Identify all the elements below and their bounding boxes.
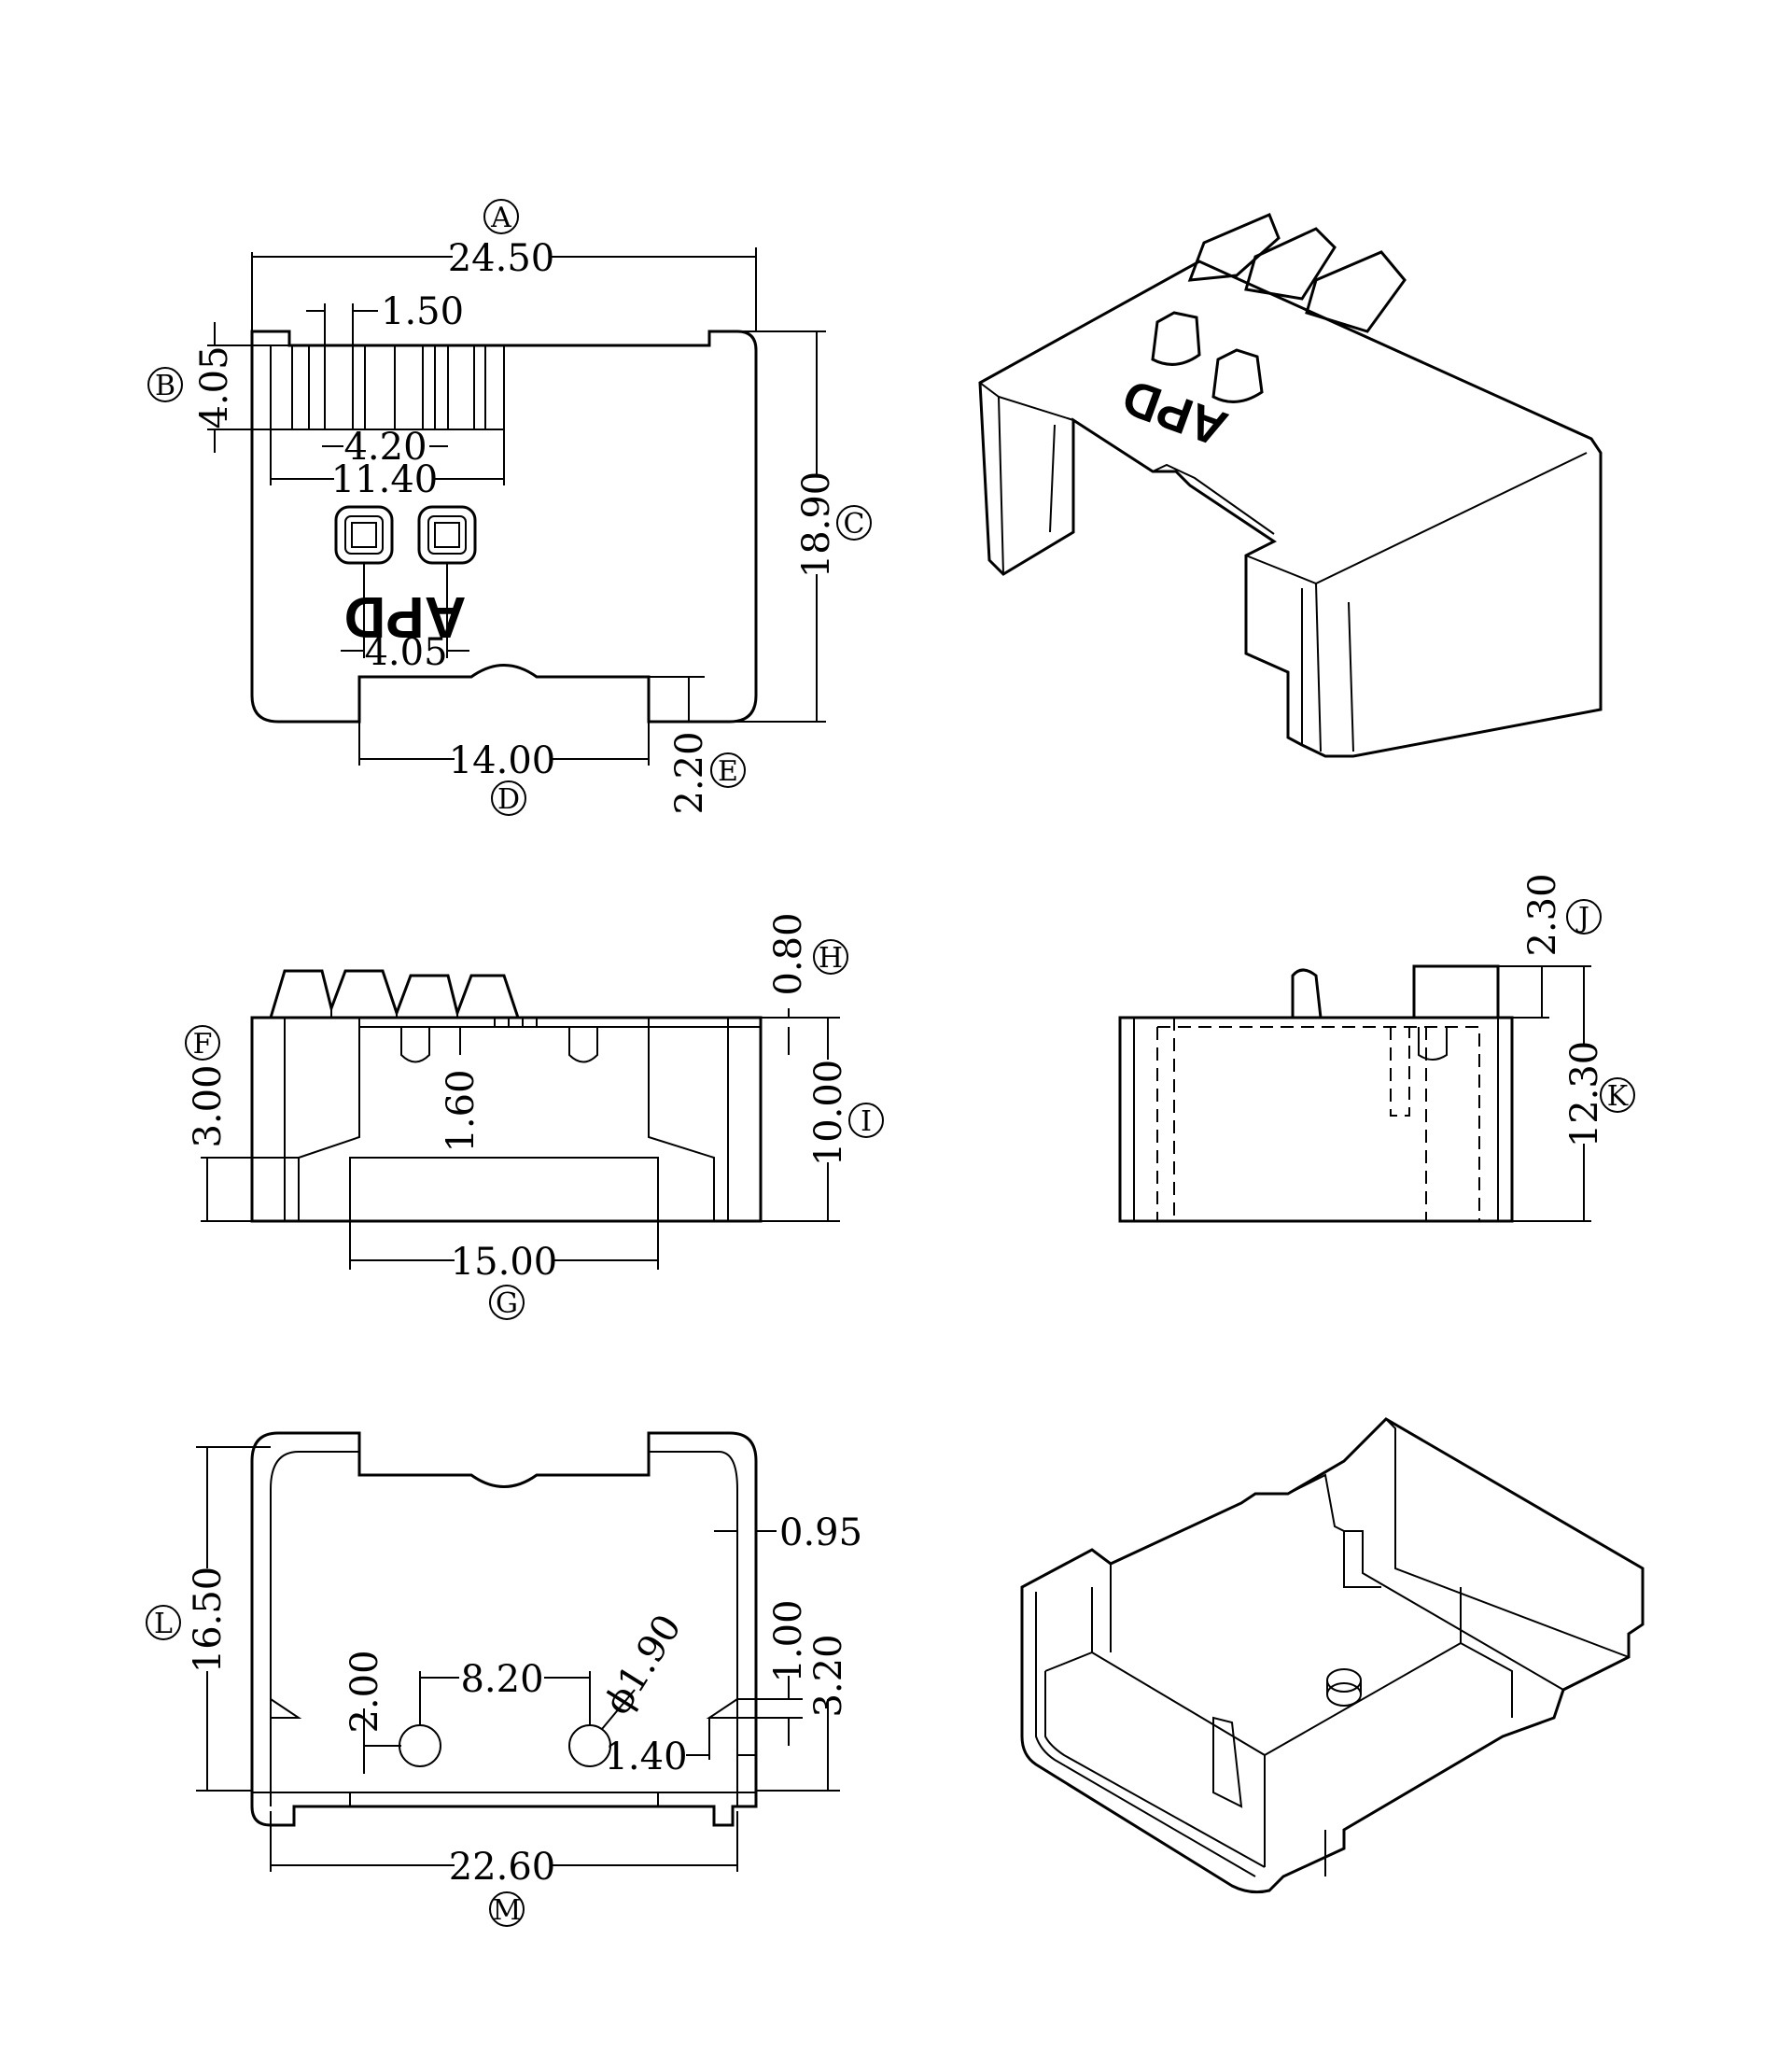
dim-tab-h: 1.00 xyxy=(767,1599,810,1682)
dim-m: 22.60 xyxy=(449,1846,556,1889)
side-view: 2.30 J 12.30 K xyxy=(1118,873,1635,1223)
dim-i: 10.00 xyxy=(807,1060,850,1167)
mounting-hole-left xyxy=(399,1724,441,1767)
isometric-view-bottom xyxy=(1020,1417,1645,1894)
dim-g: 15.00 xyxy=(451,1241,558,1284)
label-c: C xyxy=(844,508,865,541)
pin-pads xyxy=(334,505,477,565)
label-a: A xyxy=(490,202,511,234)
top-view: APD 24.50 A 1.50 4.05 B 4.20 11.40 xyxy=(147,199,872,816)
dim-k: 12.30 xyxy=(1563,1041,1606,1148)
dim-slot-depth: 1.60 xyxy=(440,1069,483,1152)
label-m: M xyxy=(493,1894,522,1927)
dim-c: 18.90 xyxy=(795,471,838,579)
front-view: 0.80 H 3.00 F 1.60 10.00 I 15.00 G xyxy=(185,912,884,1320)
front-teeth xyxy=(269,969,520,1019)
iso-pins xyxy=(1151,311,1264,403)
label-i: I xyxy=(861,1105,872,1138)
label-h: H xyxy=(819,942,843,975)
label-k: K xyxy=(1607,1080,1629,1113)
iso-boss xyxy=(1326,1668,1362,1707)
dim-j: 2.30 xyxy=(1521,873,1564,956)
isometric-view-top: APD xyxy=(978,213,1603,758)
comb-slots xyxy=(270,344,505,430)
label-l: L xyxy=(154,1608,173,1640)
dim-a: 24.50 xyxy=(448,237,555,280)
label-b: B xyxy=(155,370,175,402)
dim-slot-width: 1.50 xyxy=(381,290,464,333)
label-f: F xyxy=(193,1028,213,1061)
dim-tab-w: 1.40 xyxy=(604,1736,687,1778)
dim-hole-pitch: 8.20 xyxy=(460,1658,543,1701)
dim-h: 0.80 xyxy=(767,912,810,995)
label-d: D xyxy=(497,783,520,816)
bottom-view: 16.50 L 0.95 2.00 8.20 ϕ1.90 1.40 1.00 xyxy=(146,1431,862,1927)
dim-e: 2.20 xyxy=(668,731,711,814)
dim-l: 16.50 xyxy=(187,1567,230,1674)
dim-slot-span: 11.40 xyxy=(331,458,439,501)
dim-slot-pitch: 4.20 xyxy=(343,426,427,469)
dim-pin-pitch: 4.05 xyxy=(364,631,447,674)
dim-hole-offset: 2.00 xyxy=(343,1650,386,1733)
dim-wall: 0.95 xyxy=(779,1511,862,1554)
dim-b: 4.05 xyxy=(193,345,236,429)
dim-hole-dia: ϕ1.90 xyxy=(596,1608,691,1722)
label-g: G xyxy=(496,1287,518,1320)
label-j: J xyxy=(1575,902,1589,935)
dim-tab-total: 3.20 xyxy=(807,1634,850,1717)
label-e: E xyxy=(718,755,738,788)
dim-d: 14.00 xyxy=(449,739,556,782)
dim-f: 3.00 xyxy=(187,1064,230,1147)
iso-teeth xyxy=(1187,213,1407,333)
